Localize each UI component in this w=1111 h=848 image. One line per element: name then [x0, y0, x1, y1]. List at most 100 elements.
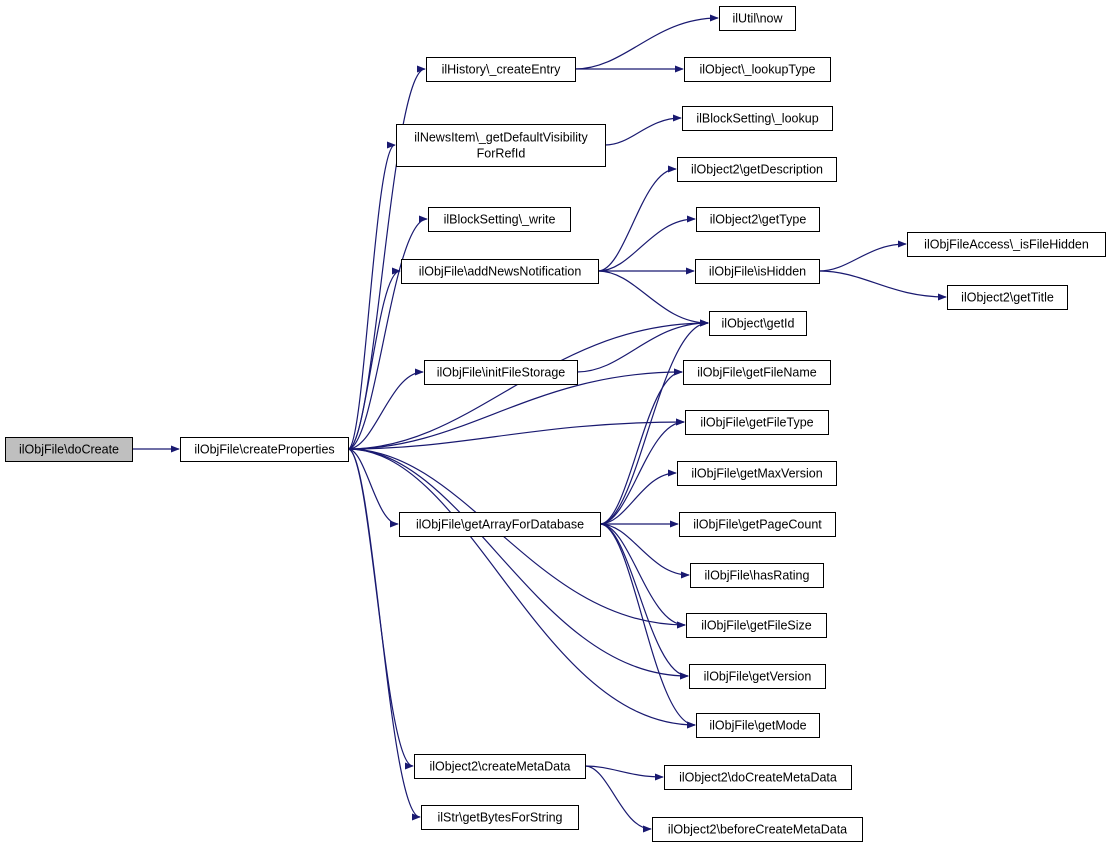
node-label: ilObjFile\getFileSize	[701, 619, 812, 633]
node-label: ilObjFile\initFileStorage	[437, 366, 566, 380]
node-add-news-notification[interactable]: ilObjFile\addNewsNotification	[401, 259, 599, 284]
node-label: ilObjFileAccess\_isFileHidden	[924, 238, 1089, 252]
node-box	[690, 563, 824, 588]
edge-create-properties-to-init-file-storage	[347, 368, 424, 450]
node-block-lookup[interactable]: ilBlockSetting\_lookup	[682, 106, 833, 131]
node-box	[664, 765, 852, 790]
node-box	[947, 285, 1068, 310]
node-get-version[interactable]: ilObjFile\getVersion	[689, 664, 826, 689]
node-box	[686, 613, 827, 638]
edge-create-meta-data-to-before-create-meta-data	[584, 765, 652, 833]
node-get-title[interactable]: ilObject2\getTitle	[947, 285, 1068, 310]
node-has-rating[interactable]: ilObjFile\hasRating	[690, 563, 824, 588]
node-label: ilObjFile\getArrayForDatabase	[416, 518, 584, 532]
edge-get-array-for-database-to-get-version	[599, 523, 689, 680]
node-get-array-for-database[interactable]: ilObjFile\getArrayForDatabase	[399, 512, 601, 537]
edge-get-default-visibility-to-block-lookup	[604, 114, 682, 146]
node-label: ilObject2\getDescription	[691, 163, 823, 177]
edge-get-array-for-database-to-get-max-version	[599, 469, 677, 525]
node-get-bytes-for-string[interactable]: ilStr\getBytesForString	[421, 805, 579, 830]
edge-create-properties-to-get-mode	[347, 448, 696, 729]
node-get-type[interactable]: ilObject2\getType	[696, 207, 820, 232]
edge-create-properties-to-block-write	[347, 215, 428, 450]
edge-is-hidden-to-get-title	[818, 270, 947, 301]
edge-get-array-for-database-to-get-id	[599, 319, 709, 525]
edge-create-properties-to-get-default-visibility	[347, 141, 396, 450]
node-create-entry[interactable]: ilHistory\_createEntry	[426, 57, 576, 82]
node-label: ilObject\getId	[722, 317, 795, 331]
edge-init-file-storage-to-get-id	[576, 319, 709, 373]
node-get-file-size[interactable]: ilObjFile\getFileSize	[686, 613, 827, 638]
node-is-file-hidden[interactable]: ilObjFileAccess\_isFileHidden	[907, 232, 1106, 257]
edge-create-properties-to-get-id	[347, 319, 709, 450]
edge-get-array-for-database-to-has-rating	[599, 523, 690, 579]
node-box	[696, 713, 820, 738]
node-box	[685, 410, 829, 435]
node-label: ilStr\getBytesForString	[437, 811, 562, 825]
edges-layer	[132, 14, 947, 833]
node-label: ilObjFile\getVersion	[704, 670, 812, 684]
node-box	[401, 259, 599, 284]
edge-get-array-for-database-to-get-file-size	[599, 523, 686, 629]
node-label: ilObjFile\getMaxVersion	[691, 467, 822, 481]
node-box	[677, 157, 837, 182]
node-label: ilObject2\getType	[710, 213, 807, 227]
node-label: ilBlockSetting\_lookup	[696, 112, 818, 126]
node-get-description[interactable]: ilObject2\getDescription	[677, 157, 837, 182]
node-is-hidden[interactable]: ilObjFile\isHidden	[695, 259, 820, 284]
node-before-create-meta-data[interactable]: ilObject2\beforeCreateMetaData	[652, 817, 863, 842]
node-get-file-type[interactable]: ilObjFile\getFileType	[685, 410, 829, 435]
node-create-properties[interactable]: ilObjFile\createProperties	[180, 437, 349, 462]
node-box	[907, 232, 1106, 257]
edge-get-array-for-database-to-get-mode	[599, 523, 696, 729]
edge-add-news-notification-to-get-id	[597, 270, 709, 327]
edge-add-news-notification-to-get-description	[597, 165, 677, 272]
node-label: ilObjFile\addNewsNotification	[419, 265, 582, 279]
node-get-max-version[interactable]: ilObjFile\getMaxVersion	[677, 461, 837, 486]
node-label: ilHistory\_createEntry	[442, 63, 562, 77]
node-do-create-meta-data[interactable]: ilObject2\doCreateMetaData	[664, 765, 852, 790]
edge-create-properties-to-get-file-name	[347, 368, 683, 450]
node-box	[677, 461, 837, 486]
edge-create-properties-to-get-array-for-database	[347, 448, 399, 528]
node-label: ilObjFile\isHidden	[709, 265, 806, 279]
node-box	[679, 512, 836, 537]
node-lookup-type[interactable]: ilObject\_lookupType	[684, 57, 831, 82]
node-box	[414, 754, 586, 779]
node-box	[180, 437, 349, 462]
node-box	[399, 512, 601, 537]
node-label: ilObjFile\getFileType	[700, 416, 813, 430]
node-box	[683, 360, 831, 385]
node-box	[652, 817, 863, 842]
node-get-file-name[interactable]: ilObjFile\getFileName	[683, 360, 831, 385]
node-box	[696, 207, 820, 232]
node-box	[684, 57, 831, 82]
node-create-meta-data[interactable]: ilObject2\createMetaData	[414, 754, 586, 779]
node-box	[428, 207, 571, 232]
node-box	[424, 360, 578, 385]
node-get-page-count[interactable]: ilObjFile\getPageCount	[679, 512, 836, 537]
node-box	[396, 124, 606, 167]
edge-get-array-for-database-to-get-file-name	[599, 368, 683, 525]
edge-is-hidden-to-is-file-hidden	[818, 240, 907, 272]
node-get-mode[interactable]: ilObjFile\getMode	[696, 713, 820, 738]
node-label: ilObject2\beforeCreateMetaData	[668, 823, 847, 837]
edge-add-news-notification-to-get-type	[597, 215, 696, 272]
node-init-file-storage[interactable]: ilObjFile\initFileStorage	[424, 360, 578, 385]
edge-create-entry-to-util-now	[574, 14, 719, 70]
node-label: ilObjFile\doCreate	[19, 443, 119, 457]
node-util-now[interactable]: ilUtil\now	[719, 6, 796, 31]
nodes-layer: ilObjFile\doCreate ilObjFile\createProper…	[5, 6, 1106, 842]
node-box	[682, 106, 833, 131]
node-label: ilObjFile\getPageCount	[693, 518, 822, 532]
node-block-write[interactable]: ilBlockSetting\_write	[428, 207, 571, 232]
node-label: ilNewsItem\_getDefaultVisibility	[414, 131, 588, 145]
node-box	[719, 6, 796, 31]
node-label: ilObjFile\getMode	[709, 719, 806, 733]
node-do-create[interactable]: ilObjFile\doCreate	[5, 437, 133, 462]
edge-create-properties-to-get-file-type	[347, 418, 685, 450]
node-label: ilObject\_lookupType	[699, 63, 815, 77]
edge-create-properties-to-get-version	[347, 448, 689, 680]
node-get-id[interactable]: ilObject\getId	[709, 311, 807, 336]
